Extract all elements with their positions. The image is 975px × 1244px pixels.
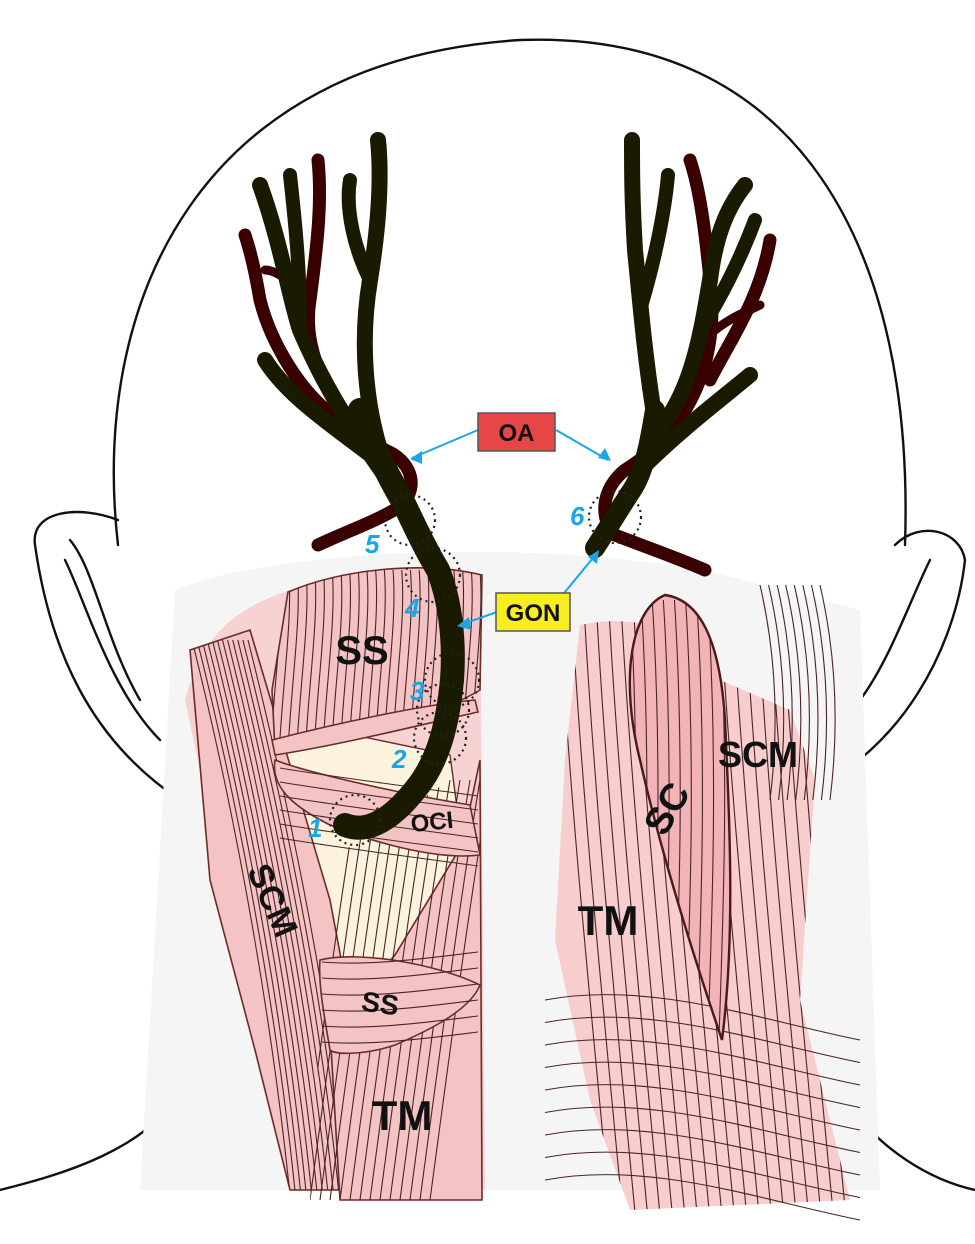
ring-3	[423, 651, 481, 709]
point-4-label: 4	[404, 593, 420, 623]
muscle-fiber	[596, 621, 648, 1210]
muscle-fiber	[720, 621, 772, 1210]
oci-muscle	[273, 758, 481, 867]
ring-2b	[415, 682, 471, 738]
greater-occipital-nerve-left	[252, 132, 465, 840]
gon-label-box: GON	[495, 592, 571, 632]
scm-right-label: SCM	[718, 734, 798, 775]
muscle-fiber	[201, 639, 302, 1190]
muscle-fiber	[732, 621, 784, 1210]
muscle-fiber	[227, 639, 329, 1190]
ring-4	[404, 546, 462, 604]
muscle-fiber	[237, 639, 340, 1190]
compression-rings	[328, 489, 643, 847]
muscle-fiber	[759, 584, 776, 801]
muscle-fiber	[544, 1151, 861, 1199]
muscle-fiber	[295, 569, 308, 750]
muscle-fiber	[608, 621, 661, 1210]
muscle-fiber	[279, 781, 479, 811]
muscle-fiber	[286, 569, 299, 750]
oa-label: OA	[499, 420, 535, 447]
muscle-fiber	[819, 584, 836, 801]
point-6-label: 6	[570, 501, 585, 531]
ss-upper-label: SS	[335, 629, 388, 673]
muscle-fiber	[544, 1174, 861, 1221]
muscle-fiber	[785, 584, 802, 801]
muscle-fiber	[279, 837, 479, 867]
ring-5	[383, 493, 437, 547]
gon-label: GON	[506, 600, 561, 627]
muscle-fiber	[571, 621, 623, 1210]
muscle-fiber	[279, 823, 479, 853]
ss-upper-muscle	[271, 567, 483, 756]
muscle-fiber	[544, 1129, 861, 1176]
muscle-fiber	[206, 639, 307, 1190]
ring-1	[328, 793, 382, 847]
muscle-fiber	[279, 767, 479, 797]
muscle-fiber	[211, 639, 313, 1190]
right-surface-lines	[544, 584, 861, 1221]
muscle-fiber	[196, 639, 297, 1190]
ring-2	[412, 710, 468, 766]
muscle-fiber	[544, 994, 861, 1041]
point-3-label: 3	[410, 676, 425, 706]
muscle-fiber	[321, 967, 479, 980]
muscle-fiber	[621, 621, 673, 1210]
muscle-fiber	[793, 584, 811, 801]
muscle-fiber	[544, 1084, 861, 1131]
pointers	[410, 429, 611, 630]
muscle-fiber	[802, 584, 819, 801]
tm-right-label: TM	[578, 897, 639, 944]
muscle-fiber	[544, 1106, 861, 1154]
point-5-label: 5	[365, 529, 380, 559]
muscle-fiber	[776, 584, 793, 801]
muscle-fiber	[321, 1015, 479, 1028]
greater-occipital-nerve-right	[585, 132, 762, 558]
ring-6	[587, 489, 643, 545]
muscle-fiber	[544, 1061, 861, 1109]
muscle-fiber	[745, 621, 797, 1210]
muscle-fiber	[321, 983, 479, 996]
muscle-fiber	[222, 639, 324, 1190]
ss-lower-label: SS	[360, 986, 401, 1022]
muscle-fiber	[544, 1039, 861, 1086]
muscle-fiber	[707, 599, 715, 1040]
muscle-fiber	[584, 621, 636, 1210]
muscle-fiber	[544, 1016, 861, 1064]
muscle-fiber	[321, 999, 479, 1012]
muscle-fiber	[321, 1031, 479, 1044]
tm-left-label: TM	[372, 1092, 433, 1139]
oa-label-box: OA	[477, 412, 556, 452]
point-1-label: 1	[308, 813, 322, 843]
ss-lower-muscle	[318, 951, 482, 1055]
muscle-fiber	[232, 639, 335, 1190]
oci-label: OCI	[409, 807, 454, 838]
muscle-fiber	[768, 584, 785, 801]
muscle-fiber	[321, 951, 479, 964]
muscle-fiber	[216, 639, 318, 1190]
point-2-label: 2	[391, 744, 407, 774]
muscle-fiber	[191, 639, 291, 1190]
muscle-fiber	[810, 584, 828, 801]
